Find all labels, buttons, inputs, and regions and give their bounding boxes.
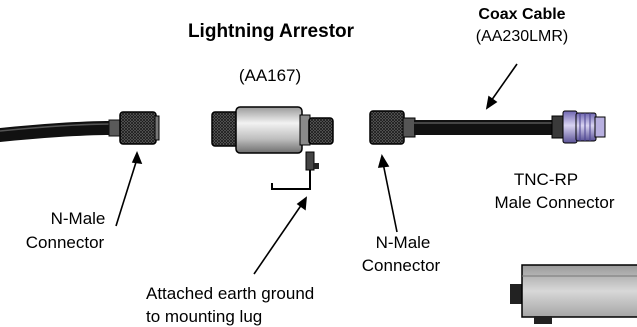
- n-male-right-label-line1: N-Male: [375, 233, 431, 252]
- left-coax-cable: [0, 121, 113, 142]
- lightning-arrestor: [211, 106, 334, 190]
- ground-label-line2: to mounting lug: [146, 307, 263, 326]
- arrestor-part-number: (AA167): [238, 66, 302, 85]
- tnc-rp-male-connector: [551, 110, 606, 144]
- n-male-right-label-line2: Connector: [361, 256, 441, 275]
- tnc-label-line1: TNC-RP: [513, 170, 579, 189]
- tnc-label-line2: Male Connector: [494, 193, 615, 212]
- n-male-connector-right: [369, 110, 416, 145]
- arrow-n-male-right: [382, 162, 398, 233]
- arrow-n-male-left: [115, 158, 138, 227]
- radio-device-edge: [510, 264, 637, 324]
- coax-cable-aa230lmr: [414, 120, 554, 135]
- coax-title: Coax Cable: [478, 6, 566, 23]
- ground-label-line1: Attached earth ground: [146, 284, 315, 303]
- arrow-ground: [253, 203, 303, 275]
- coax-part-number: (AA230LMR): [475, 28, 569, 45]
- leader-lines: [115, 63, 518, 275]
- n-male-connector-left: [108, 111, 160, 145]
- n-male-left-label-line2: Connector: [25, 233, 105, 252]
- n-male-left-label-line1: N-Male: [50, 209, 106, 228]
- arrow-coax: [490, 63, 518, 102]
- arrestor-title: Lightning Arrestor: [187, 21, 355, 42]
